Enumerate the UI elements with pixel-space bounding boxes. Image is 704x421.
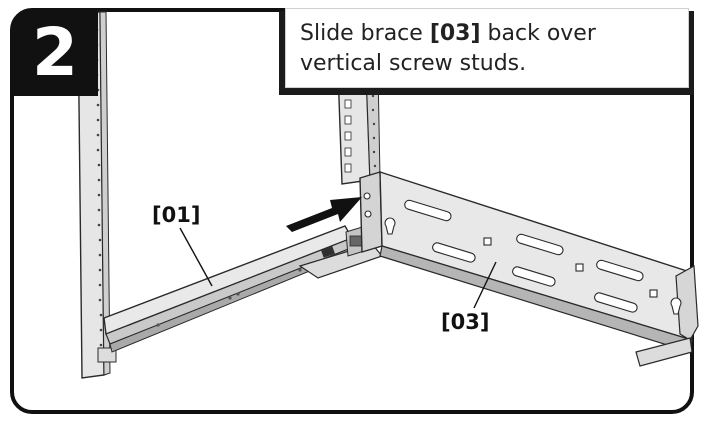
right-vertical-post (337, 69, 381, 185)
step-badge: 2 (12, 10, 98, 96)
instruction-text-after: back over vertical screw studs. (300, 21, 596, 76)
instruction-text-before: Slide brace (300, 21, 430, 46)
instruction-callout: Slide brace [03] back over vertical scre… (285, 8, 689, 88)
brace-03 (359, 171, 699, 367)
brace-label: [03] (441, 310, 490, 334)
rail-01 (103, 225, 357, 353)
rail-label: [01] (152, 203, 201, 227)
instruction-part-ref: [03] (429, 21, 481, 46)
rail-leader-line (179, 227, 213, 287)
brace-leader-line (473, 261, 497, 309)
arrow-right-icon (286, 197, 362, 232)
instruction-text: Slide brace [03] back over vertical scre… (300, 19, 680, 79)
step-number: 2 (32, 14, 78, 91)
